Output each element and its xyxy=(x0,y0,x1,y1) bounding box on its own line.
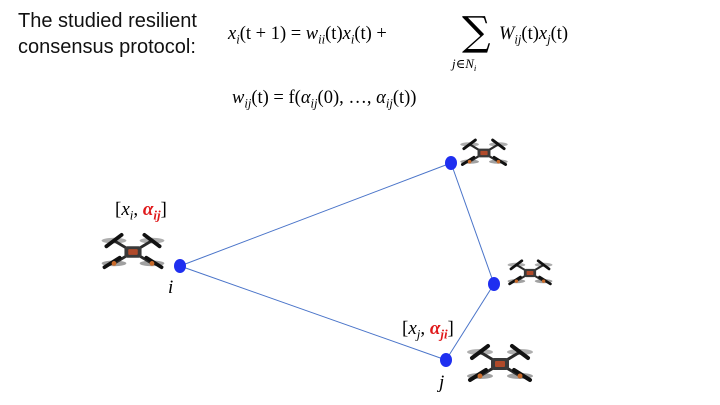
eq-x: x xyxy=(121,199,130,220)
eq-x: x xyxy=(342,24,351,44)
eq-sub: ji xyxy=(440,326,448,342)
title-line-1: The studied resilient xyxy=(18,10,197,32)
sum-symbol: ∑ xyxy=(462,9,491,55)
eq-sub: j xyxy=(547,32,551,47)
sum-index-text: j∈N xyxy=(452,56,474,71)
drone-icon xyxy=(506,259,554,286)
eq-text: (t)) xyxy=(392,88,417,108)
consensus-equation: xi(t + 1) = wii(t)xi(t) + xyxy=(228,24,387,47)
graph-edges xyxy=(179,162,495,361)
node-i-state-label: [xi, αij] xyxy=(115,199,167,224)
eq-text: (t) xyxy=(550,24,569,44)
drone-icon xyxy=(465,344,535,382)
consensus-equation-rhs: Wij(t)xj(t) xyxy=(499,24,568,47)
eq-text: (t) xyxy=(325,24,343,44)
node-j-name: j xyxy=(439,372,445,393)
edge-right-j xyxy=(445,283,495,361)
comma: , xyxy=(420,318,430,339)
bracket: ] xyxy=(447,318,454,339)
bracket: [ xyxy=(115,199,122,220)
sum-index: j∈Ni xyxy=(452,56,476,73)
slide-title: The studied resilient consensus protocol… xyxy=(18,8,228,60)
eq-alpha: α xyxy=(142,199,154,220)
eq-sub: ii xyxy=(318,32,326,47)
drone-icon xyxy=(458,138,510,166)
weight-equation: wij(t) = f(αij(0), …, αij(t)) xyxy=(232,88,416,111)
node-j-state-label: [xj, αji] xyxy=(402,318,454,343)
bracket: ] xyxy=(160,199,167,220)
drone-icon xyxy=(99,232,167,270)
node-top xyxy=(445,156,457,170)
bracket: [ xyxy=(402,318,409,339)
edge-i-top xyxy=(179,162,452,267)
node-right xyxy=(488,277,500,291)
eq-sub: i xyxy=(350,32,355,47)
title-line-2: consensus protocol: xyxy=(18,36,196,58)
eq-text: (0), …, xyxy=(317,88,377,108)
comma: , xyxy=(133,199,143,220)
eq-x: x xyxy=(228,24,237,44)
eq-text: (t + 1) = xyxy=(239,24,306,44)
eq-text: (t) = f( xyxy=(251,88,301,108)
edge-i-j xyxy=(179,265,447,361)
eq-sub: ij xyxy=(244,96,252,111)
eq-sub: ij xyxy=(310,96,318,111)
eq-sub: i xyxy=(236,32,240,47)
eq-alpha: α xyxy=(300,88,311,108)
eq-w: w xyxy=(232,88,245,108)
graph-nodes xyxy=(174,156,500,367)
eq-sub: i xyxy=(129,207,134,223)
eq-sub: ij xyxy=(385,96,393,111)
eq-W: W xyxy=(499,24,515,44)
node-i-name: i xyxy=(168,277,174,298)
eq-sub: j xyxy=(416,326,421,342)
node-i xyxy=(174,259,186,273)
eq-w: w xyxy=(305,24,319,44)
node-j xyxy=(440,353,452,367)
eq-text: (t) xyxy=(521,24,539,44)
eq-x: x xyxy=(538,24,548,44)
eq-x: x xyxy=(408,318,417,339)
edge-top-right xyxy=(450,162,495,285)
eq-sub: ij xyxy=(514,32,522,47)
eq-alpha: α xyxy=(376,88,386,108)
eq-sub: ij xyxy=(153,207,161,223)
eq-sub: i xyxy=(473,63,477,74)
eq-alpha: α xyxy=(429,318,441,339)
eq-text: (t) + xyxy=(354,24,387,44)
